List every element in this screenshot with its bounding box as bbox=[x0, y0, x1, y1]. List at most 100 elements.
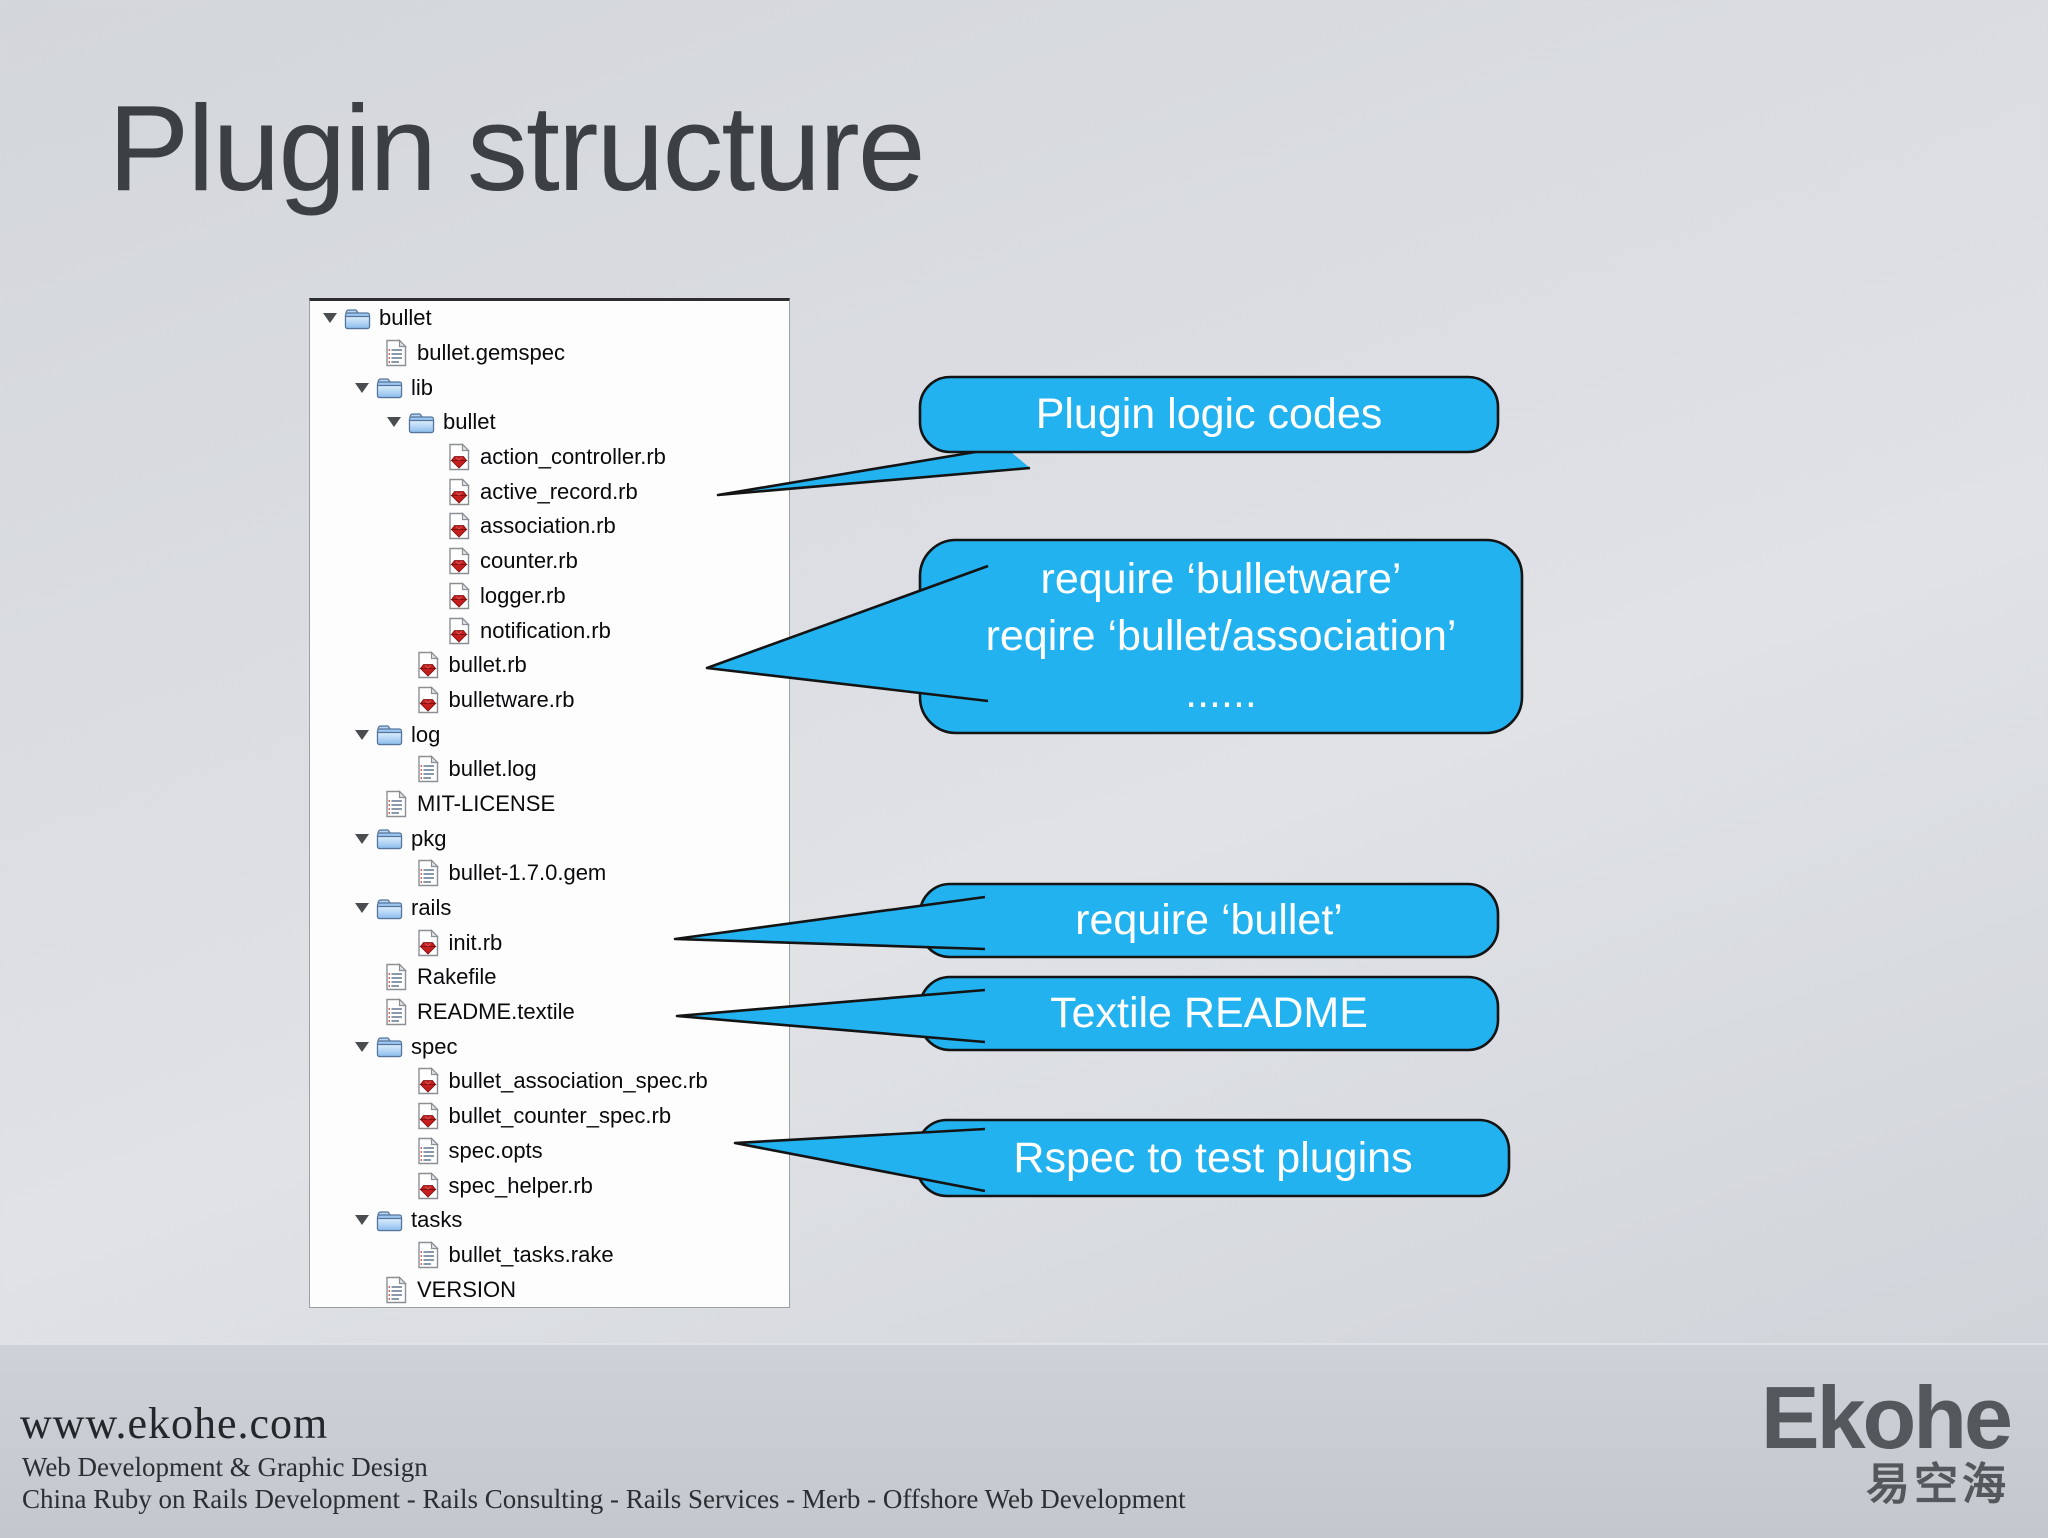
ruby-file-icon bbox=[447, 547, 471, 575]
logo-text-en: Ekohe bbox=[1760, 1368, 2013, 1467]
page-title: Plugin structure bbox=[108, 80, 926, 216]
ruby-file-icon bbox=[447, 617, 471, 645]
tree-row-bulletware-rb[interactable]: bulletware.rb bbox=[310, 683, 789, 718]
document-icon bbox=[384, 339, 408, 367]
tree-item-label: pkg bbox=[411, 825, 447, 851]
document-icon bbox=[384, 998, 408, 1026]
disclosure-triangle-icon[interactable] bbox=[354, 902, 370, 914]
tree-item-label: bullet.gemspec bbox=[417, 340, 565, 366]
document-icon bbox=[416, 1241, 440, 1269]
disclosure-triangle-icon[interactable] bbox=[386, 416, 402, 428]
tree-row-logger-rb[interactable]: logger.rb bbox=[310, 579, 789, 614]
callout-require-bullet: require ‘bullet’ bbox=[920, 884, 1498, 957]
tree-item-label: Rakefile bbox=[417, 964, 497, 990]
tree-item-label: README.textile bbox=[417, 999, 575, 1025]
tree-row-bullet-counter-spec-rb[interactable]: bullet_counter_spec.rb bbox=[310, 1099, 789, 1134]
callout-line: Textile README bbox=[1050, 989, 1368, 1037]
disclosure-triangle-icon[interactable] bbox=[354, 833, 370, 845]
tree-item-label: bullet.rb bbox=[448, 652, 527, 678]
tree-item-label: MIT-LICENSE bbox=[417, 790, 556, 816]
ruby-file-icon bbox=[416, 686, 440, 714]
tree-row-bullet[interactable]: bullet bbox=[310, 405, 789, 440]
callout-line: require ‘bullet’ bbox=[1075, 896, 1343, 944]
callout-line: reqire ‘bullet/association’ bbox=[985, 612, 1457, 660]
ruby-file-icon bbox=[416, 1102, 440, 1130]
tree-row-version[interactable]: VERSION bbox=[310, 1272, 789, 1307]
tree-row-active-record-rb[interactable]: active_record.rb bbox=[310, 474, 789, 509]
callout-bubble-require-bullet bbox=[918, 882, 1500, 959]
disclosure-triangle-icon[interactable] bbox=[354, 1041, 370, 1053]
tree-row-bullet-tasks-rake[interactable]: bullet_tasks.rake bbox=[310, 1238, 789, 1273]
file-tree-panel: bullet bullet.gemspec lib bullet action_cont… bbox=[309, 298, 790, 1308]
tree-row-bullet[interactable]: bullet bbox=[310, 301, 789, 336]
tree-item-label: log bbox=[411, 721, 441, 747]
tree-item-label: bullet.log bbox=[448, 756, 537, 782]
document-icon bbox=[416, 859, 440, 887]
tree-row-bullet-log[interactable]: bullet.log bbox=[310, 752, 789, 787]
tree-row-counter-rb[interactable]: counter.rb bbox=[310, 544, 789, 579]
tree-row-spec-opts[interactable]: spec.opts bbox=[310, 1134, 789, 1169]
callout-textile-readme: Textile README bbox=[920, 977, 1498, 1050]
folder-icon bbox=[408, 411, 435, 434]
folder-icon bbox=[376, 723, 403, 746]
tree-item-label: init.rb bbox=[448, 929, 503, 955]
ruby-file-icon bbox=[416, 651, 440, 679]
ruby-file-icon bbox=[447, 582, 471, 610]
tree-row-rakefile[interactable]: Rakefile bbox=[310, 960, 789, 995]
tree-item-label: bullet_association_spec.rb bbox=[448, 1068, 708, 1094]
tree-row-action-controller-rb[interactable]: action_controller.rb bbox=[310, 440, 789, 475]
callout-bubble-rspec bbox=[915, 1118, 1511, 1198]
tree-item-label: VERSION bbox=[417, 1276, 517, 1302]
document-icon bbox=[384, 963, 408, 991]
tree-item-label: bullet_tasks.rake bbox=[448, 1241, 614, 1267]
callout-line: ...... bbox=[1185, 669, 1257, 717]
tree-row-lib[interactable]: lib bbox=[310, 370, 789, 405]
disclosure-triangle-icon[interactable] bbox=[354, 729, 370, 741]
callout-rspec-test-plugins: Rspec to test plugins bbox=[917, 1120, 1509, 1196]
tree-item-label: tasks bbox=[411, 1207, 463, 1233]
tree-row-log[interactable]: log bbox=[310, 717, 789, 752]
tree-row-bullet-association-spec-rb[interactable]: bullet_association_spec.rb bbox=[310, 1064, 789, 1099]
tree-row-spec[interactable]: spec bbox=[310, 1029, 789, 1064]
tree-row-notification-rb[interactable]: notification.rb bbox=[310, 613, 789, 648]
callout-require-bulletware: require ‘bulletware’ reqire ‘bullet/asso… bbox=[920, 540, 1522, 733]
tree-row-bullet-rb[interactable]: bullet.rb bbox=[310, 648, 789, 683]
tree-row-mit-license[interactable]: MIT-LICENSE bbox=[310, 787, 789, 822]
tree-item-label: notification.rb bbox=[480, 617, 611, 643]
tree-item-label: spec_helper.rb bbox=[448, 1172, 593, 1198]
footer-services: China Ruby on Rails Development - Rails … bbox=[22, 1484, 1186, 1514]
tree-row-readme-textile[interactable]: README.textile bbox=[310, 995, 789, 1030]
document-icon bbox=[384, 790, 408, 818]
tree-row-bullet-1-7-0-gem[interactable]: bullet-1.7.0.gem bbox=[310, 856, 789, 891]
tree-item-label: logger.rb bbox=[480, 582, 566, 608]
tree-row-association-rb[interactable]: association.rb bbox=[310, 509, 789, 544]
tree-row-init-rb[interactable]: init.rb bbox=[310, 925, 789, 960]
callout-bubble-plugin-logic bbox=[918, 375, 1500, 454]
folder-icon bbox=[376, 827, 403, 850]
company-logo: Ekohe 易空海 bbox=[1760, 1368, 2013, 1510]
disclosure-triangle-icon[interactable] bbox=[354, 382, 370, 394]
ruby-file-icon bbox=[416, 929, 440, 957]
footer-tagline: Web Development & Graphic Design bbox=[22, 1452, 428, 1482]
tree-row-pkg[interactable]: pkg bbox=[310, 821, 789, 856]
disclosure-triangle-icon[interactable] bbox=[354, 1214, 370, 1226]
tree-item-label: bullet-1.7.0.gem bbox=[448, 860, 607, 886]
footer-url: www.ekohe.com bbox=[20, 1399, 329, 1448]
ruby-file-icon bbox=[416, 1172, 440, 1200]
folder-icon bbox=[376, 1035, 403, 1058]
tree-item-label: bullet bbox=[443, 409, 496, 435]
tree-item-label: bullet bbox=[379, 305, 432, 331]
footer-band bbox=[0, 1343, 2048, 1538]
folder-icon bbox=[376, 376, 403, 399]
tree-item-label: association.rb bbox=[480, 513, 616, 539]
tree-row-bullet-gemspec[interactable]: bullet.gemspec bbox=[310, 336, 789, 371]
logo-text-cn: 易空海 bbox=[1866, 1460, 2010, 1509]
tree-row-tasks[interactable]: tasks bbox=[310, 1203, 789, 1238]
tree-row-rails[interactable]: rails bbox=[310, 891, 789, 926]
disclosure-triangle-icon[interactable] bbox=[322, 312, 338, 324]
callout-line: require ‘bulletware’ bbox=[1040, 555, 1402, 603]
tree-row-spec-helper-rb[interactable]: spec_helper.rb bbox=[310, 1168, 789, 1203]
document-icon bbox=[416, 1137, 440, 1165]
callout-plugin-logic-codes: Plugin logic codes bbox=[920, 377, 1498, 452]
